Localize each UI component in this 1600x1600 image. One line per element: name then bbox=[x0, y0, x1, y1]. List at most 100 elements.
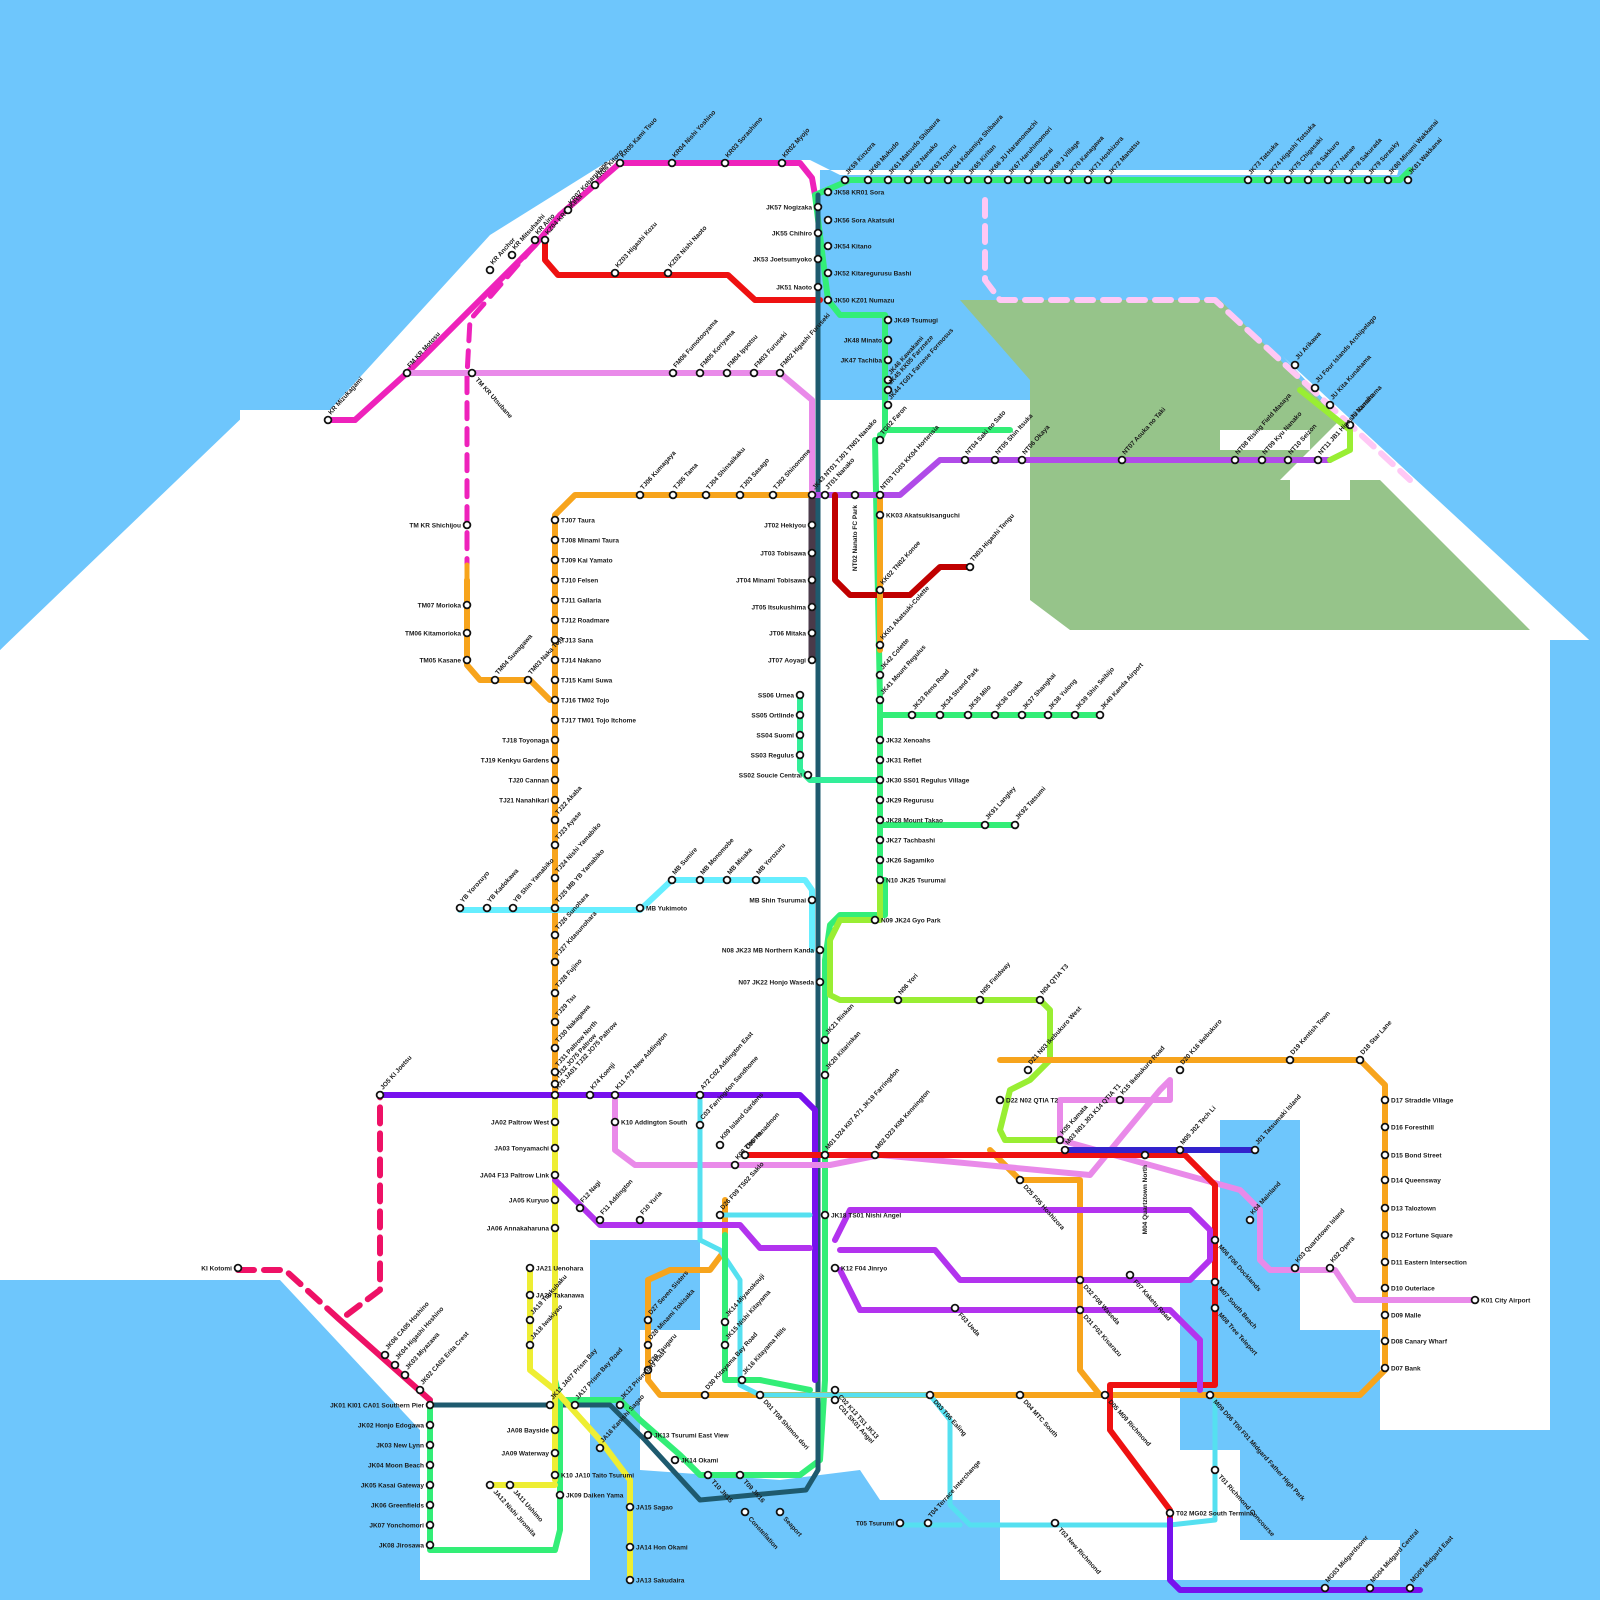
station-marker[interactable] bbox=[469, 370, 476, 377]
station[interactable]: MB Shin Tsurumai bbox=[749, 897, 815, 905]
station-marker[interactable] bbox=[1232, 457, 1239, 464]
station-marker[interactable] bbox=[552, 875, 559, 882]
station-marker[interactable] bbox=[805, 772, 812, 779]
station-marker[interactable] bbox=[770, 492, 777, 499]
station-marker[interactable] bbox=[822, 1152, 829, 1159]
station[interactable]: K10 JA10 Taito Tsurumi bbox=[552, 1472, 635, 1480]
station-marker[interactable] bbox=[797, 752, 804, 759]
station-marker[interactable] bbox=[637, 1217, 644, 1224]
station-marker[interactable] bbox=[552, 1119, 559, 1126]
station-marker[interactable] bbox=[532, 237, 539, 244]
station-marker[interactable] bbox=[645, 1342, 652, 1349]
station-marker[interactable] bbox=[877, 587, 884, 594]
station-marker[interactable] bbox=[1367, 1585, 1374, 1592]
station-marker[interactable] bbox=[402, 1372, 409, 1379]
station-marker[interactable] bbox=[552, 1019, 559, 1026]
station-marker[interactable] bbox=[464, 630, 471, 637]
station-marker[interactable] bbox=[925, 177, 932, 184]
station-marker[interactable] bbox=[1207, 1392, 1214, 1399]
station-marker[interactable] bbox=[1382, 1232, 1389, 1239]
station-marker[interactable] bbox=[1065, 177, 1072, 184]
station-marker[interactable] bbox=[1045, 177, 1052, 184]
station[interactable]: JT05 Itsukushima bbox=[751, 604, 815, 612]
station-marker[interactable] bbox=[1212, 1237, 1219, 1244]
station-marker[interactable] bbox=[612, 1119, 619, 1126]
station-marker[interactable] bbox=[492, 677, 499, 684]
station-marker[interactable] bbox=[1062, 1147, 1069, 1154]
station-marker[interactable] bbox=[547, 1402, 554, 1409]
station-marker[interactable] bbox=[724, 370, 731, 377]
station-marker[interactable] bbox=[1077, 1277, 1084, 1284]
station-marker[interactable] bbox=[377, 1092, 384, 1099]
station-marker[interactable] bbox=[832, 1387, 839, 1394]
station[interactable]: TJ15 Kami Suwa bbox=[552, 677, 613, 685]
station-marker[interactable] bbox=[885, 177, 892, 184]
station-marker[interactable] bbox=[865, 177, 872, 184]
station-marker[interactable] bbox=[797, 692, 804, 699]
station-marker[interactable] bbox=[552, 959, 559, 966]
station[interactable]: D17 Straddle Village bbox=[1382, 1097, 1454, 1105]
station[interactable]: TJ19 Kenkyu Gardens bbox=[481, 757, 559, 765]
station-marker[interactable] bbox=[1382, 1152, 1389, 1159]
station-marker[interactable] bbox=[487, 267, 494, 274]
station-marker[interactable] bbox=[552, 657, 559, 664]
station-marker[interactable] bbox=[1117, 1097, 1124, 1104]
station-marker[interactable] bbox=[627, 1504, 634, 1511]
station-marker[interactable] bbox=[992, 712, 999, 719]
station-marker[interactable] bbox=[927, 1392, 934, 1399]
station-marker[interactable] bbox=[1085, 177, 1092, 184]
station-marker[interactable] bbox=[992, 457, 999, 464]
station[interactable]: D15 Bond Street bbox=[1382, 1152, 1443, 1160]
station-marker[interactable] bbox=[895, 997, 902, 1004]
station[interactable]: JK58 KR01 Sora bbox=[825, 189, 885, 197]
station[interactable]: JK05 Kasai Gateway bbox=[361, 1482, 434, 1490]
station-marker[interactable] bbox=[1287, 1057, 1294, 1064]
station-marker[interactable] bbox=[552, 517, 559, 524]
station-marker[interactable] bbox=[809, 897, 816, 904]
station-marker[interactable] bbox=[1167, 1510, 1174, 1517]
station[interactable]: TJ17 TM01 Tojo Itchome bbox=[552, 717, 637, 725]
station-marker[interactable] bbox=[1017, 1392, 1024, 1399]
station-marker[interactable] bbox=[815, 284, 822, 291]
station-marker[interactable] bbox=[697, 1122, 704, 1129]
station-marker[interactable] bbox=[832, 1397, 839, 1404]
station-marker[interactable] bbox=[552, 617, 559, 624]
station-marker[interactable] bbox=[809, 550, 816, 557]
station-marker[interactable] bbox=[552, 697, 559, 704]
station-marker[interactable] bbox=[612, 1092, 619, 1099]
station-marker[interactable] bbox=[1382, 1259, 1389, 1266]
station[interactable]: N08 JK23 MB Northern Kanda bbox=[722, 947, 824, 955]
station-marker[interactable] bbox=[825, 217, 832, 224]
station-marker[interactable] bbox=[464, 602, 471, 609]
station-marker[interactable] bbox=[1312, 385, 1319, 392]
station-marker[interactable] bbox=[777, 370, 784, 377]
station[interactable]: TJ08 Minami Taura bbox=[552, 537, 620, 545]
station-marker[interactable] bbox=[825, 189, 832, 196]
station-marker[interactable] bbox=[552, 1197, 559, 1204]
station-marker[interactable] bbox=[967, 564, 974, 571]
station[interactable]: KI Kotomi bbox=[201, 1265, 241, 1273]
station-marker[interactable] bbox=[552, 757, 559, 764]
station[interactable]: D09 Malle bbox=[1382, 1312, 1422, 1320]
station-marker[interactable] bbox=[1345, 177, 1352, 184]
station-marker[interactable] bbox=[1019, 457, 1026, 464]
station-marker[interactable] bbox=[557, 1492, 564, 1499]
station-marker[interactable] bbox=[877, 672, 884, 679]
station-marker[interactable] bbox=[739, 1377, 746, 1384]
station-marker[interactable] bbox=[724, 877, 731, 884]
station-marker[interactable] bbox=[877, 877, 884, 884]
station-marker[interactable] bbox=[464, 657, 471, 664]
station-marker[interactable] bbox=[809, 492, 816, 499]
station-marker[interactable] bbox=[1382, 1124, 1389, 1131]
station-marker[interactable] bbox=[952, 1305, 959, 1312]
station-marker[interactable] bbox=[822, 492, 829, 499]
station-marker[interactable] bbox=[577, 1205, 584, 1212]
station[interactable]: JK56 Sora Akatsuki bbox=[825, 217, 895, 225]
station-marker[interactable] bbox=[1142, 1152, 1149, 1159]
station-marker[interactable] bbox=[552, 990, 559, 997]
station-marker[interactable] bbox=[702, 1392, 709, 1399]
station-marker[interactable] bbox=[1127, 1272, 1134, 1279]
station[interactable]: JK52 Kitaregurusu Bashi bbox=[825, 270, 912, 278]
station-marker[interactable] bbox=[705, 1472, 712, 1479]
station-marker[interactable] bbox=[1357, 1057, 1364, 1064]
